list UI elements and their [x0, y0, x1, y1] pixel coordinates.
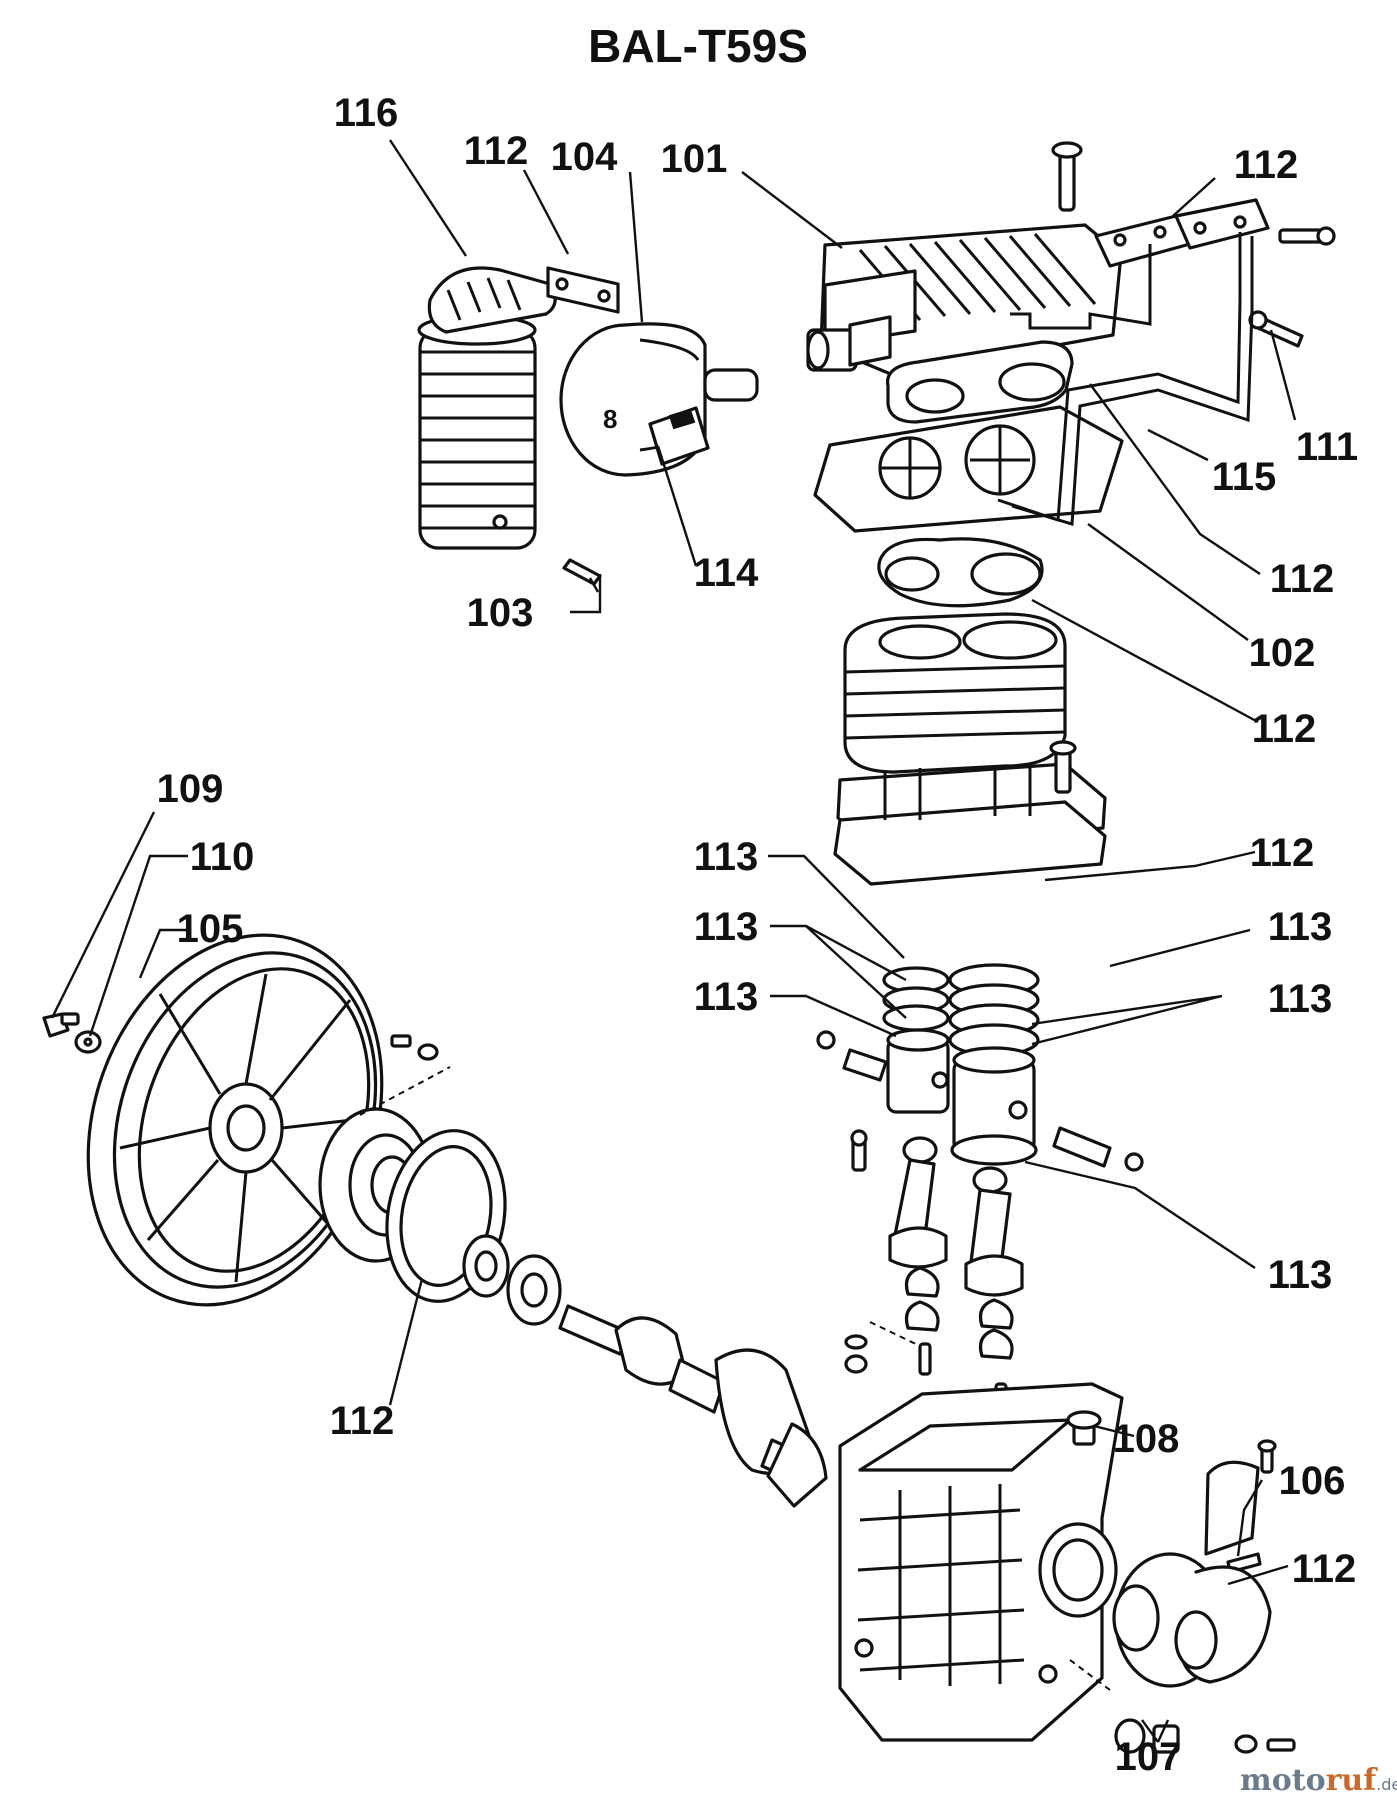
end-cover-112 [1112, 1552, 1272, 1688]
valve-gasket-top [885, 340, 1074, 424]
callout-113: 113 [1268, 977, 1333, 1021]
callout-113: 113 [694, 975, 759, 1019]
callout-111: 111 [1296, 425, 1358, 469]
cylinder-block [833, 612, 1107, 886]
gasket-plate [813, 405, 1124, 533]
callout-112: 112 [1292, 1547, 1357, 1591]
cover-bolts [1234, 1734, 1296, 1754]
fitting-103 [562, 558, 602, 593]
crankcase [838, 1382, 1124, 1742]
callout-112: 112 [1250, 831, 1315, 875]
bracket-106 [1204, 1439, 1277, 1574]
callout-110: 110 [190, 835, 255, 879]
leader-lines [50, 139, 1297, 1743]
callout-104: 104 [551, 135, 618, 179]
callout-113: 113 [694, 905, 759, 949]
piston-pin-left [816, 1030, 888, 1082]
piston-rings-left [882, 966, 950, 1032]
piston-left [886, 1028, 950, 1114]
flywheel-105 [86, 933, 384, 1307]
filter-housing-104: 8 [559, 322, 759, 477]
cylinder-head-101 [806, 223, 1123, 377]
seal-bolts [359, 1034, 451, 1116]
silencer-116 [417, 266, 557, 550]
plug-107 [1069, 1659, 1180, 1754]
bolt-109 [42, 1012, 80, 1038]
callout-116: 116 [334, 91, 399, 135]
bearing-1 [462, 1234, 510, 1298]
connecting-rod-left [850, 1129, 948, 1332]
callout-112: 112 [464, 129, 529, 173]
crankshaft [558, 1304, 828, 1508]
piston-pin-right [1052, 1126, 1144, 1172]
callout-109: 109 [157, 767, 224, 811]
gasket-112-valve [877, 537, 1044, 608]
callout-103: 103 [467, 591, 534, 635]
pipe-115 [997, 232, 1254, 526]
gasket-112-head [1094, 198, 1270, 268]
connecting-rod-right [964, 1166, 1024, 1360]
bolt-top [1051, 141, 1083, 212]
bearing-2 [506, 1254, 562, 1326]
diagram-title: BAL-T59S [588, 20, 808, 72]
fitting-111 [1248, 310, 1304, 348]
callout-113: 113 [1268, 905, 1333, 949]
callout-112: 112 [1252, 707, 1317, 751]
callout-113: 113 [1268, 1253, 1333, 1297]
callout-102: 102 [1249, 631, 1316, 675]
bolt-right [1278, 226, 1336, 246]
callout-113: 113 [694, 835, 759, 879]
callout-112: 112 [1270, 557, 1335, 601]
piston-rings-right [948, 963, 1040, 1057]
svg-text:motoruf.de: motoruf.de [1240, 1763, 1397, 1798]
callout-112: 112 [1234, 143, 1299, 187]
plug-108 [1066, 1410, 1102, 1446]
callout-105: 105 [177, 907, 244, 951]
callout-106: 106 [1279, 1459, 1346, 1503]
callout-115: 115 [1212, 455, 1277, 499]
washer-110 [74, 1030, 102, 1054]
filter-clamp-114 [648, 406, 710, 466]
callout-112: 112 [330, 1399, 395, 1443]
callout-101: 101 [661, 137, 728, 181]
callout-107: 107 [1115, 1735, 1182, 1779]
svg-text:8: 8 [603, 404, 617, 434]
callout-labels: 116 112 104 101 112 111 115 112 114 103 … [157, 91, 1359, 1779]
watermark-logo: motoruf.de [1240, 1763, 1397, 1798]
gasket-112-a [546, 266, 620, 314]
piston-right [950, 1046, 1038, 1166]
callout-114: 114 [694, 551, 759, 595]
callout-108: 108 [1113, 1417, 1180, 1461]
